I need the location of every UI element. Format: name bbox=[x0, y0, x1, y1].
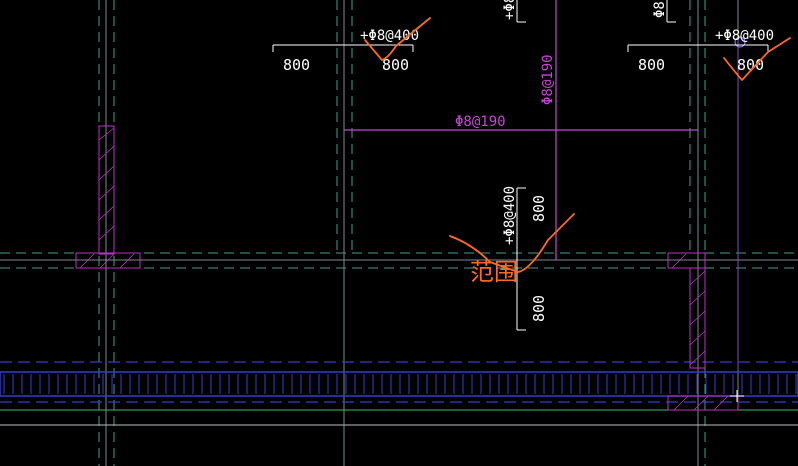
rebar-label-top-right-small: Φ8 bbox=[652, 1, 668, 18]
dimension-bracket-top-left bbox=[272, 44, 414, 52]
annotation-scope-text: 范围 bbox=[470, 258, 518, 286]
rebar-label-top-right: +Φ8@400 bbox=[715, 28, 774, 44]
annotation-checkmark-center bbox=[449, 213, 575, 273]
dim-top-left-a: 800 bbox=[283, 56, 310, 74]
rebar-label-vertical-upper: Φ8@190 bbox=[540, 54, 556, 105]
annotation-checkmark-top-right bbox=[723, 37, 791, 81]
dim-top-left-b: 800 bbox=[382, 56, 409, 74]
annotation-checkmark-top-left bbox=[364, 17, 431, 61]
dimension-bracket-top-right bbox=[627, 44, 769, 52]
rebar-label-top-left: +Φ8@400 bbox=[360, 28, 419, 44]
hatched-wall-left bbox=[75, 125, 141, 269]
dim-center-lower: 800 bbox=[530, 295, 548, 322]
rebar-label-center-vertical: +Φ8@400 bbox=[502, 186, 518, 245]
rebar-label-top-center-a: +Φ8 bbox=[502, 0, 518, 20]
dim-top-right-b: 800 bbox=[737, 56, 764, 74]
foundation-band bbox=[0, 371, 798, 397]
dimension-bracket-top-center bbox=[516, 0, 676, 23]
hatched-wall-right bbox=[667, 252, 739, 411]
dim-top-right-a: 800 bbox=[638, 56, 665, 74]
rebar-lines bbox=[344, 0, 746, 370]
dimension-bracket-center bbox=[516, 187, 526, 331]
dim-center-upper: 800 bbox=[530, 195, 548, 222]
foundation-band-ticks bbox=[3, 374, 797, 394]
rebar-label-horizontal-mid: Φ8@190 bbox=[455, 114, 506, 130]
small-marker-right bbox=[730, 390, 744, 402]
